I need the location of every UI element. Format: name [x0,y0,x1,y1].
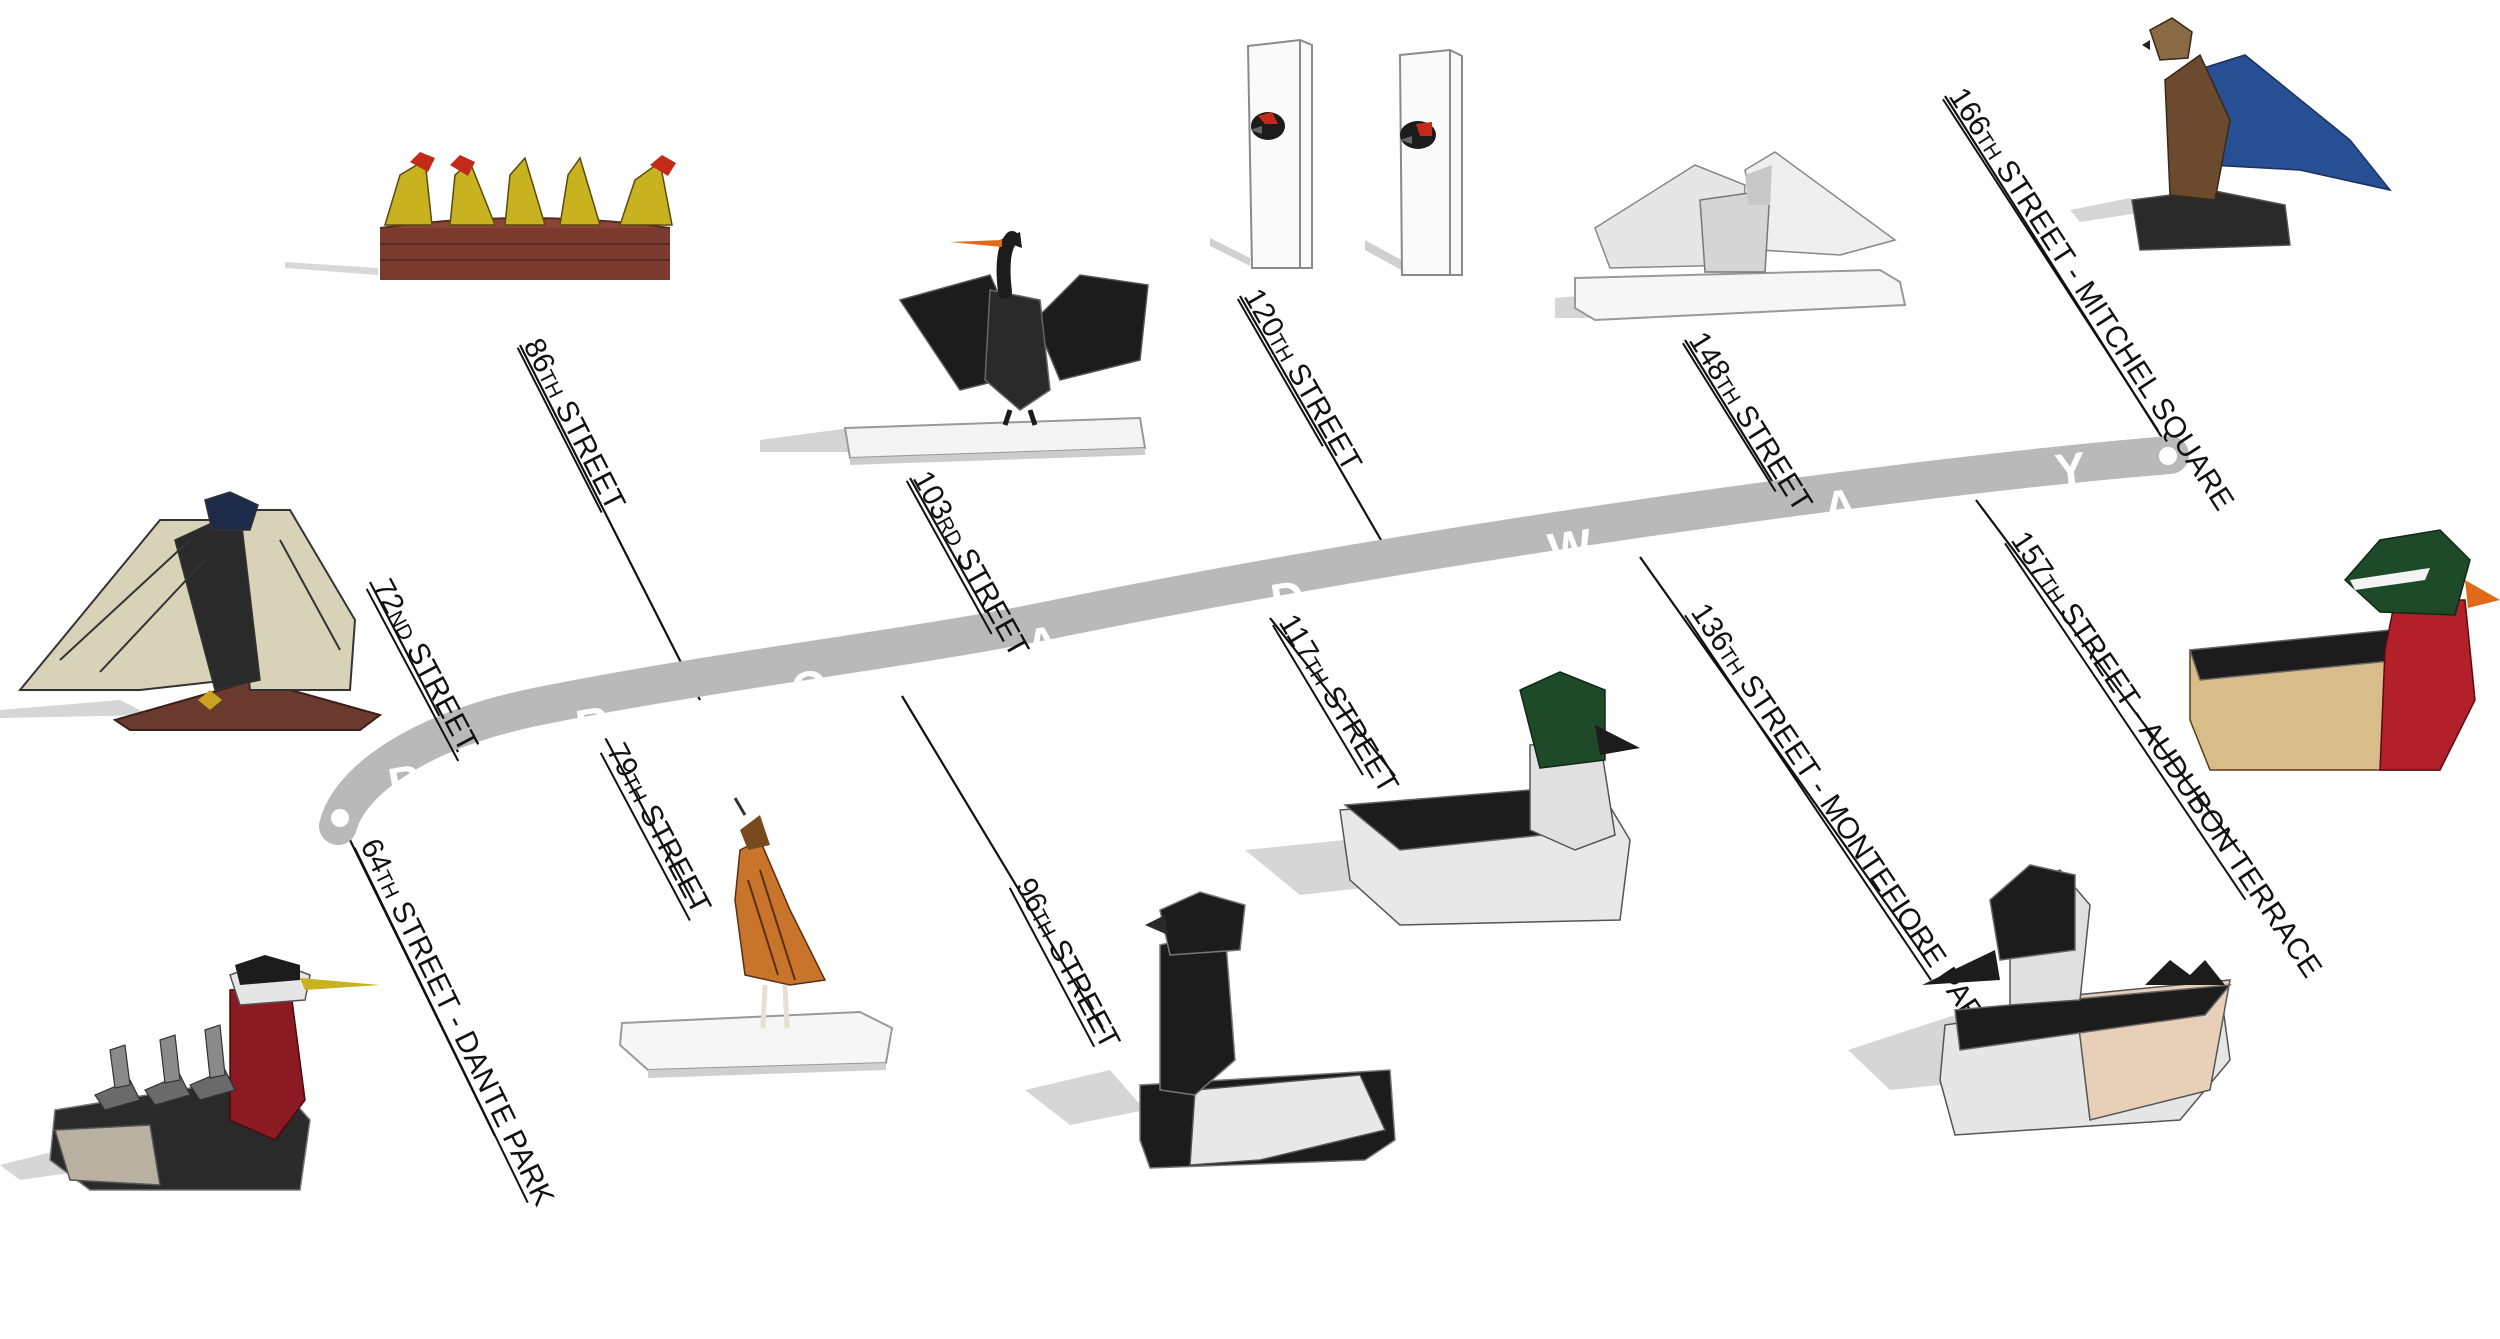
woodpecker-pillars-sculpture [1210,38,1463,276]
woodpecker-1 [1250,112,1285,140]
road-letter-a2: A [1820,478,1859,534]
woodpecker-2 [1400,121,1436,149]
road-letter-r: R [572,696,613,753]
spread-wing-heron-sculpture [0,491,383,731]
road-letter-a1: A [1022,615,1063,672]
leader-96th [901,695,1106,1034]
svg-text:86TH STREET: 86TH STREET [517,333,632,516]
grebe-chick-2 [144,1034,191,1106]
wood-duck-sculpture [2188,529,2500,771]
white-heron-sculpture [1555,151,1907,322]
hawk-sculpture [2070,17,2392,251]
station-label-96th: 96TH STREET [1008,873,1126,1055]
svg-text:64TH STREET - DANTE PARK: 64TH STREET - DANTE PARK [354,834,561,1211]
station-label-64th: 64TH STREET - DANTE PARK [354,834,561,1211]
road-end-dot-north [2159,447,2177,465]
finches-on-bench-sculpture [285,152,676,280]
cormorant-sculpture [760,231,1149,465]
svg-text:79TH STREET: 79TH STREET [600,738,717,920]
finch-5 [618,155,676,226]
station-label-86th: 86TH STREET [517,333,632,516]
grebe-chick-1 [94,1044,141,1111]
road-letter-w: W [1545,518,1596,576]
road-letter-y: Y [2052,442,2088,497]
grebe-sculpture [0,955,380,1191]
road-band [319,436,2189,845]
finch-4 [559,156,602,226]
thrasher-sculpture [618,797,894,1078]
grebe-chick-3 [189,1024,236,1101]
scaup-sculpture [1848,864,2232,1136]
leader-86th [519,344,701,701]
leader-120th [1239,295,1397,567]
leader-136th [1639,556,1926,959]
station-label-79th: 79TH STREET [599,738,717,922]
finch-3 [504,156,547,226]
broadway-road: B R O A D W A Y [319,436,2189,845]
finch-1 [383,152,435,226]
svg-text:96TH STREET: 96TH STREET [1009,873,1126,1055]
loon-sculpture [1025,891,1396,1169]
road-letter-o: O [788,659,831,716]
road-letter-d: D [1267,570,1308,627]
road-end-dot-south [331,809,349,827]
station-label-120th: 120TH STREET [1236,283,1368,477]
svg-text:120TH STREET: 120TH STREET [1237,283,1368,477]
finch-2 [449,155,497,226]
leader-79th [599,727,696,906]
station-label-117th: 117TH STREET [1271,609,1405,800]
leader-157th [1975,499,2241,853]
leader-117th [1269,617,1396,777]
svg-text:117TH STREET: 117TH STREET [1272,609,1405,800]
mallard-sculpture [1245,671,1640,926]
leader-148th [1684,339,1786,503]
